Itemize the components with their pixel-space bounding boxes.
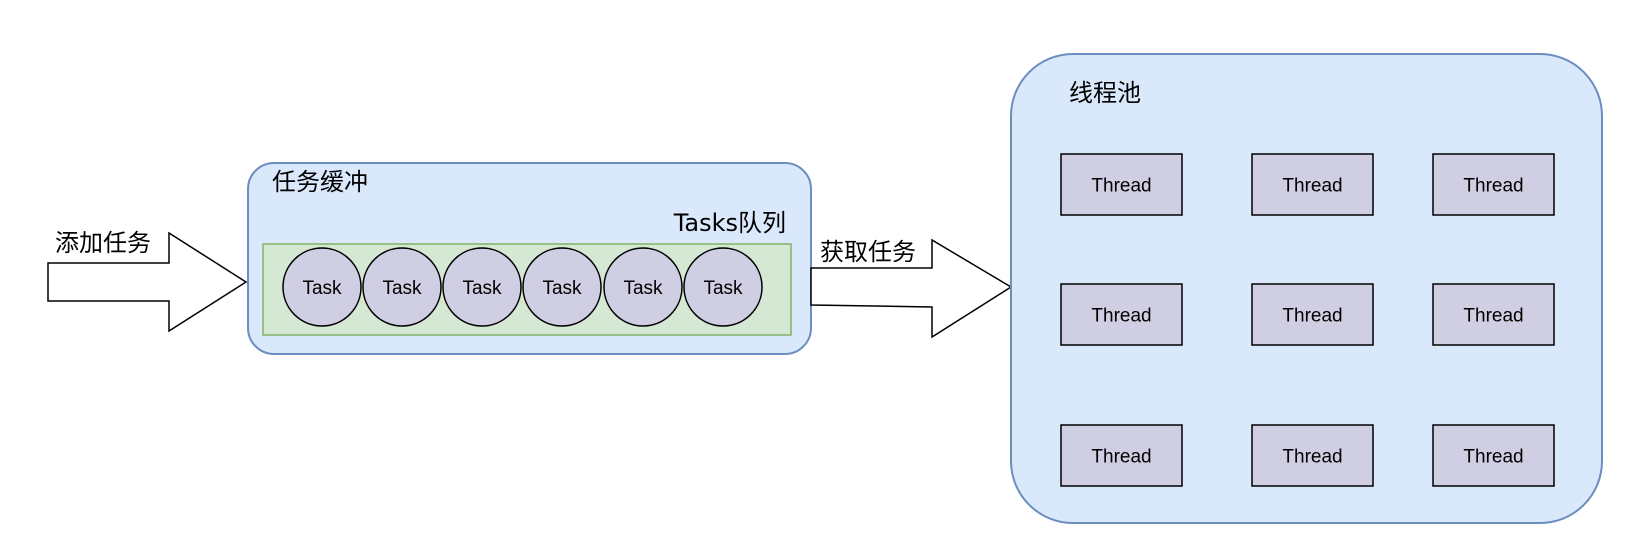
task-node: Task — [282, 247, 362, 327]
fetch-task-arrow — [810, 238, 1013, 339]
thread-box — [1432, 283, 1555, 346]
thread-node: Thread — [1060, 424, 1183, 487]
task-label: Task — [462, 278, 502, 299]
thread-box — [1060, 153, 1183, 216]
task-node: Task — [522, 247, 602, 327]
task-label: Task — [302, 278, 342, 299]
task-circle — [683, 247, 763, 327]
thread-node: Thread — [1251, 153, 1374, 216]
thread-node: Thread — [1060, 283, 1183, 346]
thread-node: Thread — [1432, 153, 1555, 216]
thread-box — [1251, 424, 1374, 487]
task-circle — [603, 247, 683, 327]
thread-node: Thread — [1251, 283, 1374, 346]
thread-box — [1432, 424, 1555, 487]
task-circle — [362, 247, 442, 327]
task-label: Task — [703, 278, 743, 299]
thread-label: Thread — [1091, 447, 1151, 468]
thread-node: Thread — [1432, 424, 1555, 487]
task-list: Task Task Task Task Task Task — [282, 247, 763, 327]
task-node: Task — [603, 247, 683, 327]
thread-label: Thread — [1463, 447, 1523, 468]
thread-label: Thread — [1091, 306, 1151, 327]
add-task-label: 添加任务 — [55, 229, 151, 257]
thread-label: Thread — [1463, 176, 1523, 197]
task-circle — [282, 247, 362, 327]
task-label: Task — [542, 278, 582, 299]
thread-node: Thread — [1432, 283, 1555, 346]
task-queue-label: Tasks队列 — [673, 209, 786, 237]
task-node: Task — [442, 247, 522, 327]
thread-box — [1432, 153, 1555, 216]
task-circle — [522, 247, 602, 327]
thread-label: Thread — [1463, 306, 1523, 327]
thread-label: Thread — [1091, 176, 1151, 197]
task-label: Task — [382, 278, 422, 299]
task-node: Task — [683, 247, 763, 327]
task-circle — [442, 247, 522, 327]
thread-box — [1060, 424, 1183, 487]
thread-node: Thread — [1251, 424, 1374, 487]
fetch-task-label: 获取任务 — [820, 238, 916, 266]
task-node: Task — [362, 247, 442, 327]
add-task-arrow — [47, 231, 248, 333]
thread-label: Thread — [1282, 306, 1342, 327]
task-label: Task — [623, 278, 663, 299]
thread-node: Thread — [1060, 153, 1183, 216]
thread-pool-title: 线程池 — [1069, 79, 1141, 107]
thread-box — [1251, 153, 1374, 216]
thread-box — [1251, 283, 1374, 346]
thread-label: Thread — [1282, 176, 1342, 197]
task-buffer-title: 任务缓冲 — [272, 168, 368, 196]
thread-box — [1060, 283, 1183, 346]
thread-label: Thread — [1282, 447, 1342, 468]
